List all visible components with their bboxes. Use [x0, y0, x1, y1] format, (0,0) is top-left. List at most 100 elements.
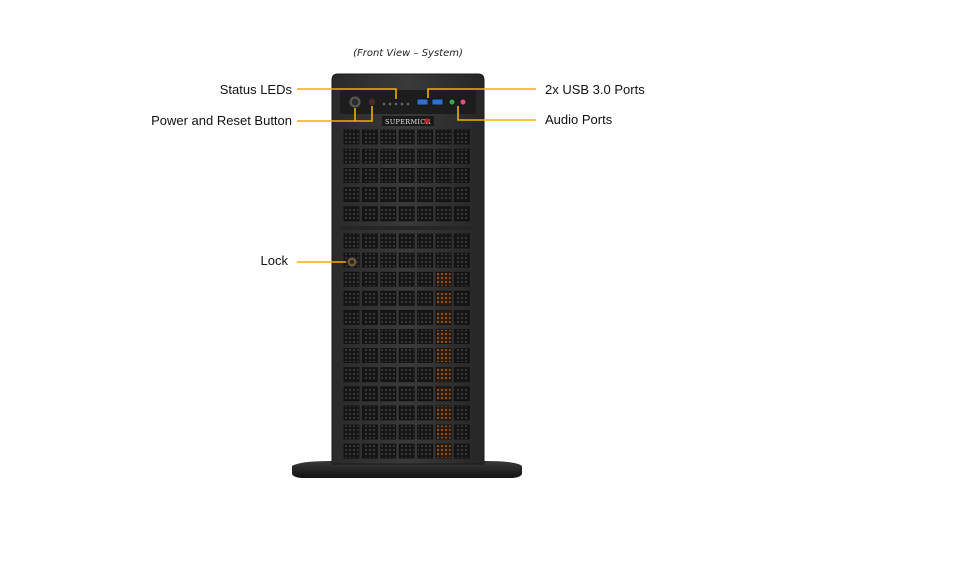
drive-bay-cell [435, 233, 452, 249]
drive-bay-cell [398, 129, 415, 145]
drive-bay-cell [343, 329, 360, 344]
drive-bay-cell [435, 424, 452, 440]
callout-lines [297, 88, 536, 263]
label-audio-ports: Audio Ports [545, 112, 613, 127]
drive-bay-cell [361, 148, 378, 164]
bay-divider [340, 226, 476, 230]
drive-bay-cell [417, 386, 434, 402]
drive-bay-cell [398, 329, 415, 344]
drive-bay-cell [380, 167, 397, 183]
drive-bay-cell [343, 367, 360, 383]
drive-bay-cell [435, 329, 452, 344]
drive-bay-cell [343, 167, 360, 183]
label-status-leds: Status LEDs [219, 82, 292, 97]
drive-bay-cell [417, 367, 434, 383]
drive-bay-cell [343, 424, 360, 440]
drive-bay-cell [453, 129, 470, 145]
audio-jack-icon [459, 98, 467, 106]
drive-bay-cell [380, 148, 397, 164]
drive-bay-cell [417, 424, 434, 440]
callout-usb [427, 88, 536, 98]
drive-bay-cell [453, 348, 470, 364]
usb-port-icon [431, 98, 444, 106]
drive-bay-cell [343, 290, 360, 306]
drive-bay-cell [343, 187, 360, 203]
drive-bay-cell [435, 271, 452, 287]
drive-bay-cell [361, 386, 378, 402]
drive-bay-cell [435, 187, 452, 203]
drive-bay-cell [361, 233, 378, 249]
drive-bay-cell [380, 187, 397, 203]
drive-bay-cell [398, 367, 415, 383]
brand-plate [382, 116, 434, 126]
drive-bay-cell [361, 290, 378, 306]
drive-bay-cell [398, 386, 415, 402]
drive-bay-cell [398, 424, 415, 440]
drive-bay-cell [361, 167, 378, 183]
drive-bay-cell [435, 386, 452, 402]
callout-status-leds [297, 88, 397, 99]
drive-bay-cell [361, 424, 378, 440]
drive-bay-cell [417, 233, 434, 249]
drive-bay-cell [435, 148, 452, 164]
drive-bay-cell [435, 252, 452, 268]
drive-bay-cell [417, 252, 434, 268]
drive-bay-cell [380, 129, 397, 145]
drive-bay-cell [417, 309, 434, 325]
drive-bay-cell [453, 187, 470, 203]
drive-bay-cell [398, 309, 415, 325]
drive-bay-cell [380, 233, 397, 249]
drive-bay-cell [453, 329, 470, 344]
drive-bay-cell [398, 206, 415, 222]
drive-bay-cell [380, 309, 397, 325]
control-panel [340, 90, 476, 114]
drive-bay-grid [340, 129, 476, 459]
drive-bay-cell [453, 233, 470, 249]
drive-bay-cell [343, 148, 360, 164]
drive-bay-cell [453, 167, 470, 183]
drive-bay-cell [398, 252, 415, 268]
drive-bay-cell [380, 329, 397, 344]
drive-bay-cell [453, 252, 470, 268]
drive-bay-cell [343, 405, 360, 421]
drive-bay-cell [453, 271, 470, 287]
drive-bay-cell [398, 167, 415, 183]
drive-bay-cell [380, 252, 397, 268]
drive-bay-cell [453, 386, 470, 402]
drive-bay-cell [417, 290, 434, 306]
audio-jack-icon [448, 98, 456, 106]
drive-bay-cell [417, 271, 434, 287]
drive-bay-cell [361, 367, 378, 383]
drive-bay-cell [343, 129, 360, 145]
drive-bay-cell [398, 148, 415, 164]
drive-bay-cell [380, 443, 397, 459]
drive-bay-cell [361, 129, 378, 145]
reset-button-icon [368, 98, 376, 106]
drive-bay-cell [417, 443, 434, 459]
drive-bay-cell [435, 309, 452, 325]
drive-bay-cell [398, 271, 415, 287]
drive-bay-cell [453, 309, 470, 325]
tower-foot [292, 461, 522, 478]
usb-port-icon [416, 98, 429, 106]
drive-bay-cell [398, 348, 415, 364]
drive-bay-cell [453, 424, 470, 440]
drive-bay-cell [380, 206, 397, 222]
drive-bay-cell [398, 290, 415, 306]
drive-bay-cell [361, 443, 378, 459]
drive-bay-cell [417, 129, 434, 145]
drive-bay-cell [453, 206, 470, 222]
callout-audio [457, 106, 536, 121]
drive-bay-cell [380, 271, 397, 287]
drive-bay-cell [417, 187, 434, 203]
drive-bay-cell [380, 348, 397, 364]
drive-bay-cell [361, 187, 378, 203]
drive-bay-cell [398, 233, 415, 249]
label-usb-ports: 2x USB 3.0 Ports [545, 82, 645, 97]
brand-logo: SUPERMICR [385, 118, 432, 126]
drive-bay-cell [343, 386, 360, 402]
drive-bay-cell [435, 129, 452, 145]
drive-bay-cell [343, 233, 360, 249]
drive-bay-cell [380, 405, 397, 421]
drive-bay-cell [417, 329, 434, 344]
